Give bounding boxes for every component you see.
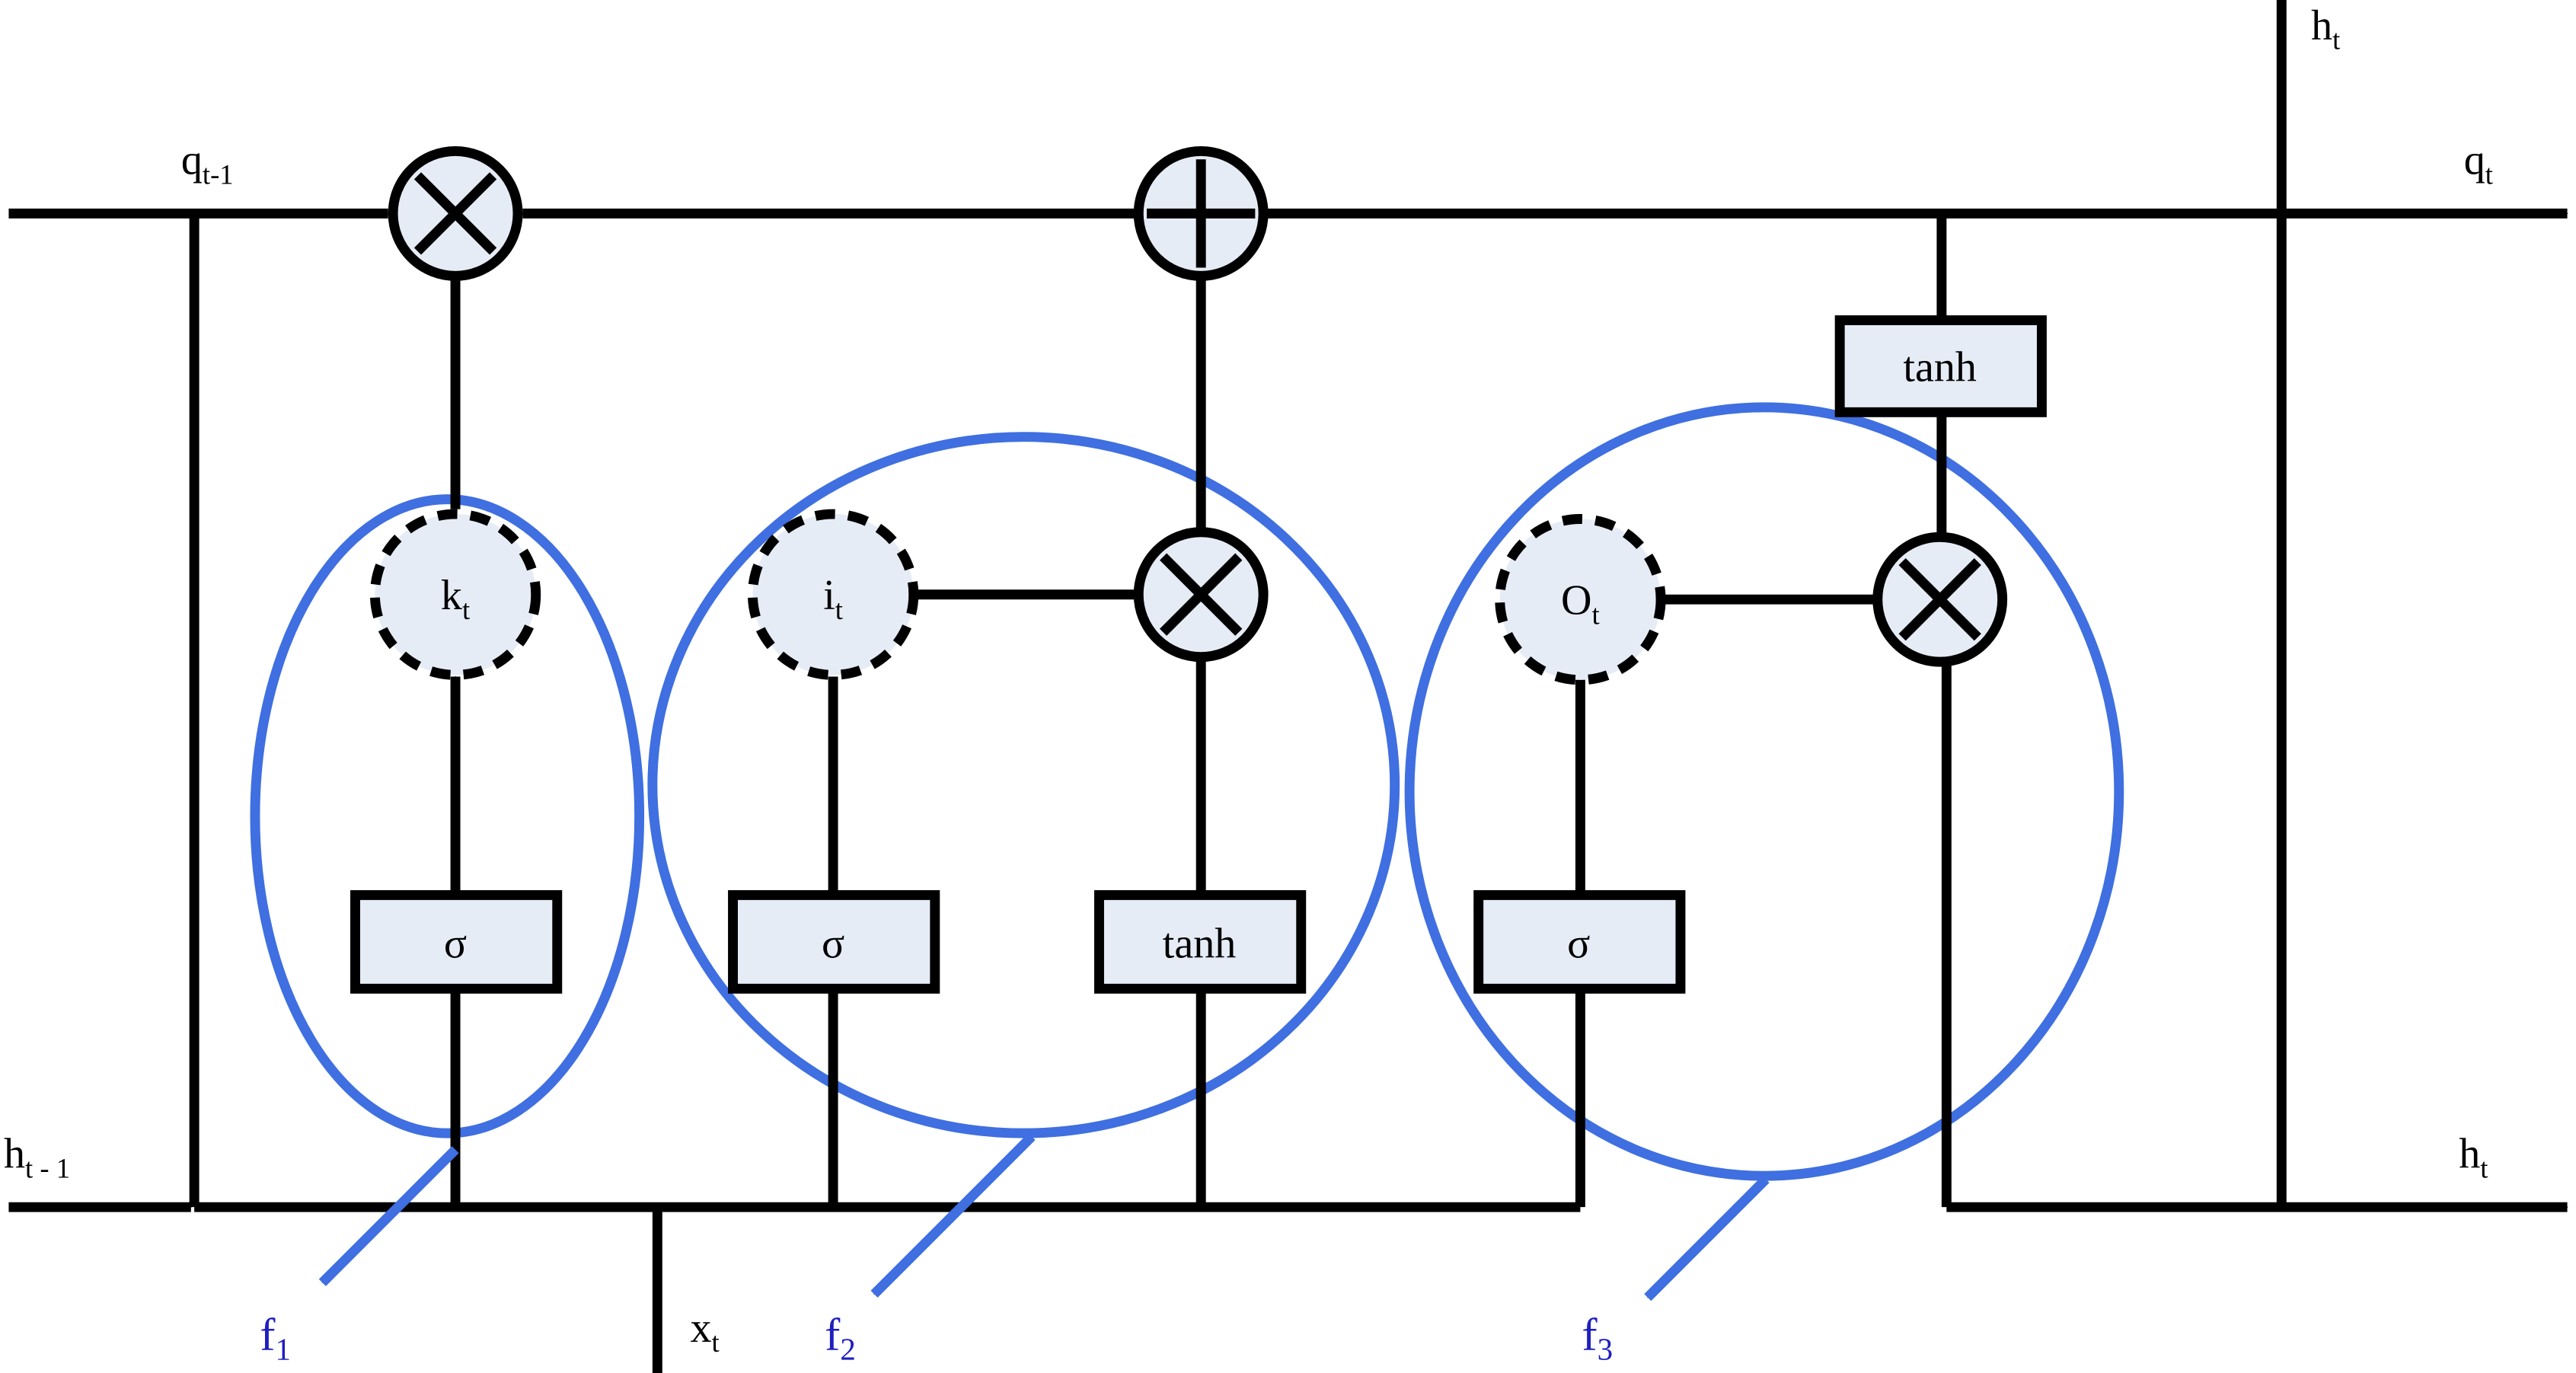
f1-pointer-arrow bbox=[318, 1146, 459, 1286]
tanh-label-cell: tanh bbox=[1903, 343, 1977, 391]
tanh-box-candidate bbox=[1094, 889, 1307, 994]
q-prev-label: qt-1 bbox=[181, 137, 234, 190]
sigma-label-input: σ bbox=[822, 920, 844, 967]
group-f1-outline bbox=[250, 494, 645, 1138]
group-f2-outline bbox=[647, 432, 1400, 1138]
input-gate-node bbox=[747, 509, 919, 680]
forget-gate-node bbox=[369, 509, 541, 680]
f2-label: f2 bbox=[825, 1310, 856, 1367]
f2-pointer-arrow bbox=[870, 1132, 1036, 1298]
output-gate-node bbox=[1495, 514, 1666, 685]
cell-add-operator bbox=[1133, 145, 1269, 281]
sigma-box-input bbox=[728, 889, 940, 994]
output-gate-label: Ot bbox=[1561, 577, 1600, 631]
output-multiply-operator bbox=[1872, 532, 2008, 667]
f1-label: f1 bbox=[260, 1310, 291, 1367]
h-out-label: ht bbox=[2459, 1130, 2488, 1183]
h-prev-label: ht - 1 bbox=[4, 1130, 70, 1183]
h-top-label: ht bbox=[2311, 2, 2340, 56]
sigma-label-output: σ bbox=[1567, 920, 1590, 967]
sigma-label-forget: σ bbox=[444, 920, 467, 967]
tanh-label-candidate: tanh bbox=[1163, 920, 1237, 967]
tanh-box-cell bbox=[1834, 315, 2047, 417]
forget-multiply-operator bbox=[388, 145, 523, 281]
input-multiply-operator bbox=[1133, 527, 1269, 663]
input-gate-label: it bbox=[823, 572, 843, 625]
q-out-label: qt bbox=[2464, 137, 2493, 190]
forget-gate-label: kt bbox=[441, 572, 470, 625]
x-input-label: xt bbox=[690, 1304, 719, 1358]
f3-pointer-arrow bbox=[1644, 1175, 1770, 1301]
f3-label: f3 bbox=[1582, 1310, 1614, 1367]
sigma-box-output bbox=[1473, 889, 1686, 994]
sigma-box-forget bbox=[350, 889, 563, 994]
group-f3-outline bbox=[1404, 402, 2124, 1181]
